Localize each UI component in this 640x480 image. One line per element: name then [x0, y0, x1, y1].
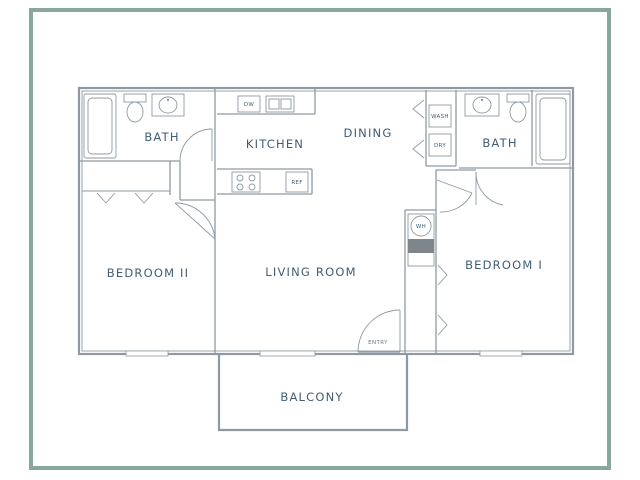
floor-plan-frame [29, 8, 611, 470]
room-label-dining: DINING [344, 126, 393, 140]
kitchen-fixtures [231, 95, 309, 193]
fixture-label-water-heater: WH [416, 224, 426, 230]
doors [96, 99, 504, 353]
room-label-bath-right: BATH [482, 136, 517, 150]
fixture-label-dishwasher: DW [244, 102, 255, 108]
room-label-bedroom-2: BEDROOM II [107, 266, 189, 280]
windows [125, 350, 523, 357]
fixture-label-entry: ENTRY [368, 340, 388, 346]
balcony-outline [217, 354, 409, 432]
outer-walls [77, 86, 575, 356]
interior-walls [79, 88, 573, 354]
fixture-label-washer: WASH [431, 114, 449, 120]
fixture-label-dryer: DRY [434, 143, 446, 149]
fixture-label-refrigerator: REF [291, 180, 302, 186]
room-label-bedroom-1: BEDROOM I [465, 258, 543, 272]
bath-right-fixtures [464, 93, 571, 165]
room-label-balcony: BALCONY [280, 390, 343, 404]
room-label-kitchen: KITCHEN [246, 137, 304, 151]
laundry-fixtures [428, 104, 452, 157]
room-label-bath-left: BATH [144, 130, 179, 144]
bath-left-fixtures [83, 93, 185, 159]
room-label-living-room: LIVING ROOM [265, 265, 356, 279]
water-heater-closet [407, 213, 435, 267]
